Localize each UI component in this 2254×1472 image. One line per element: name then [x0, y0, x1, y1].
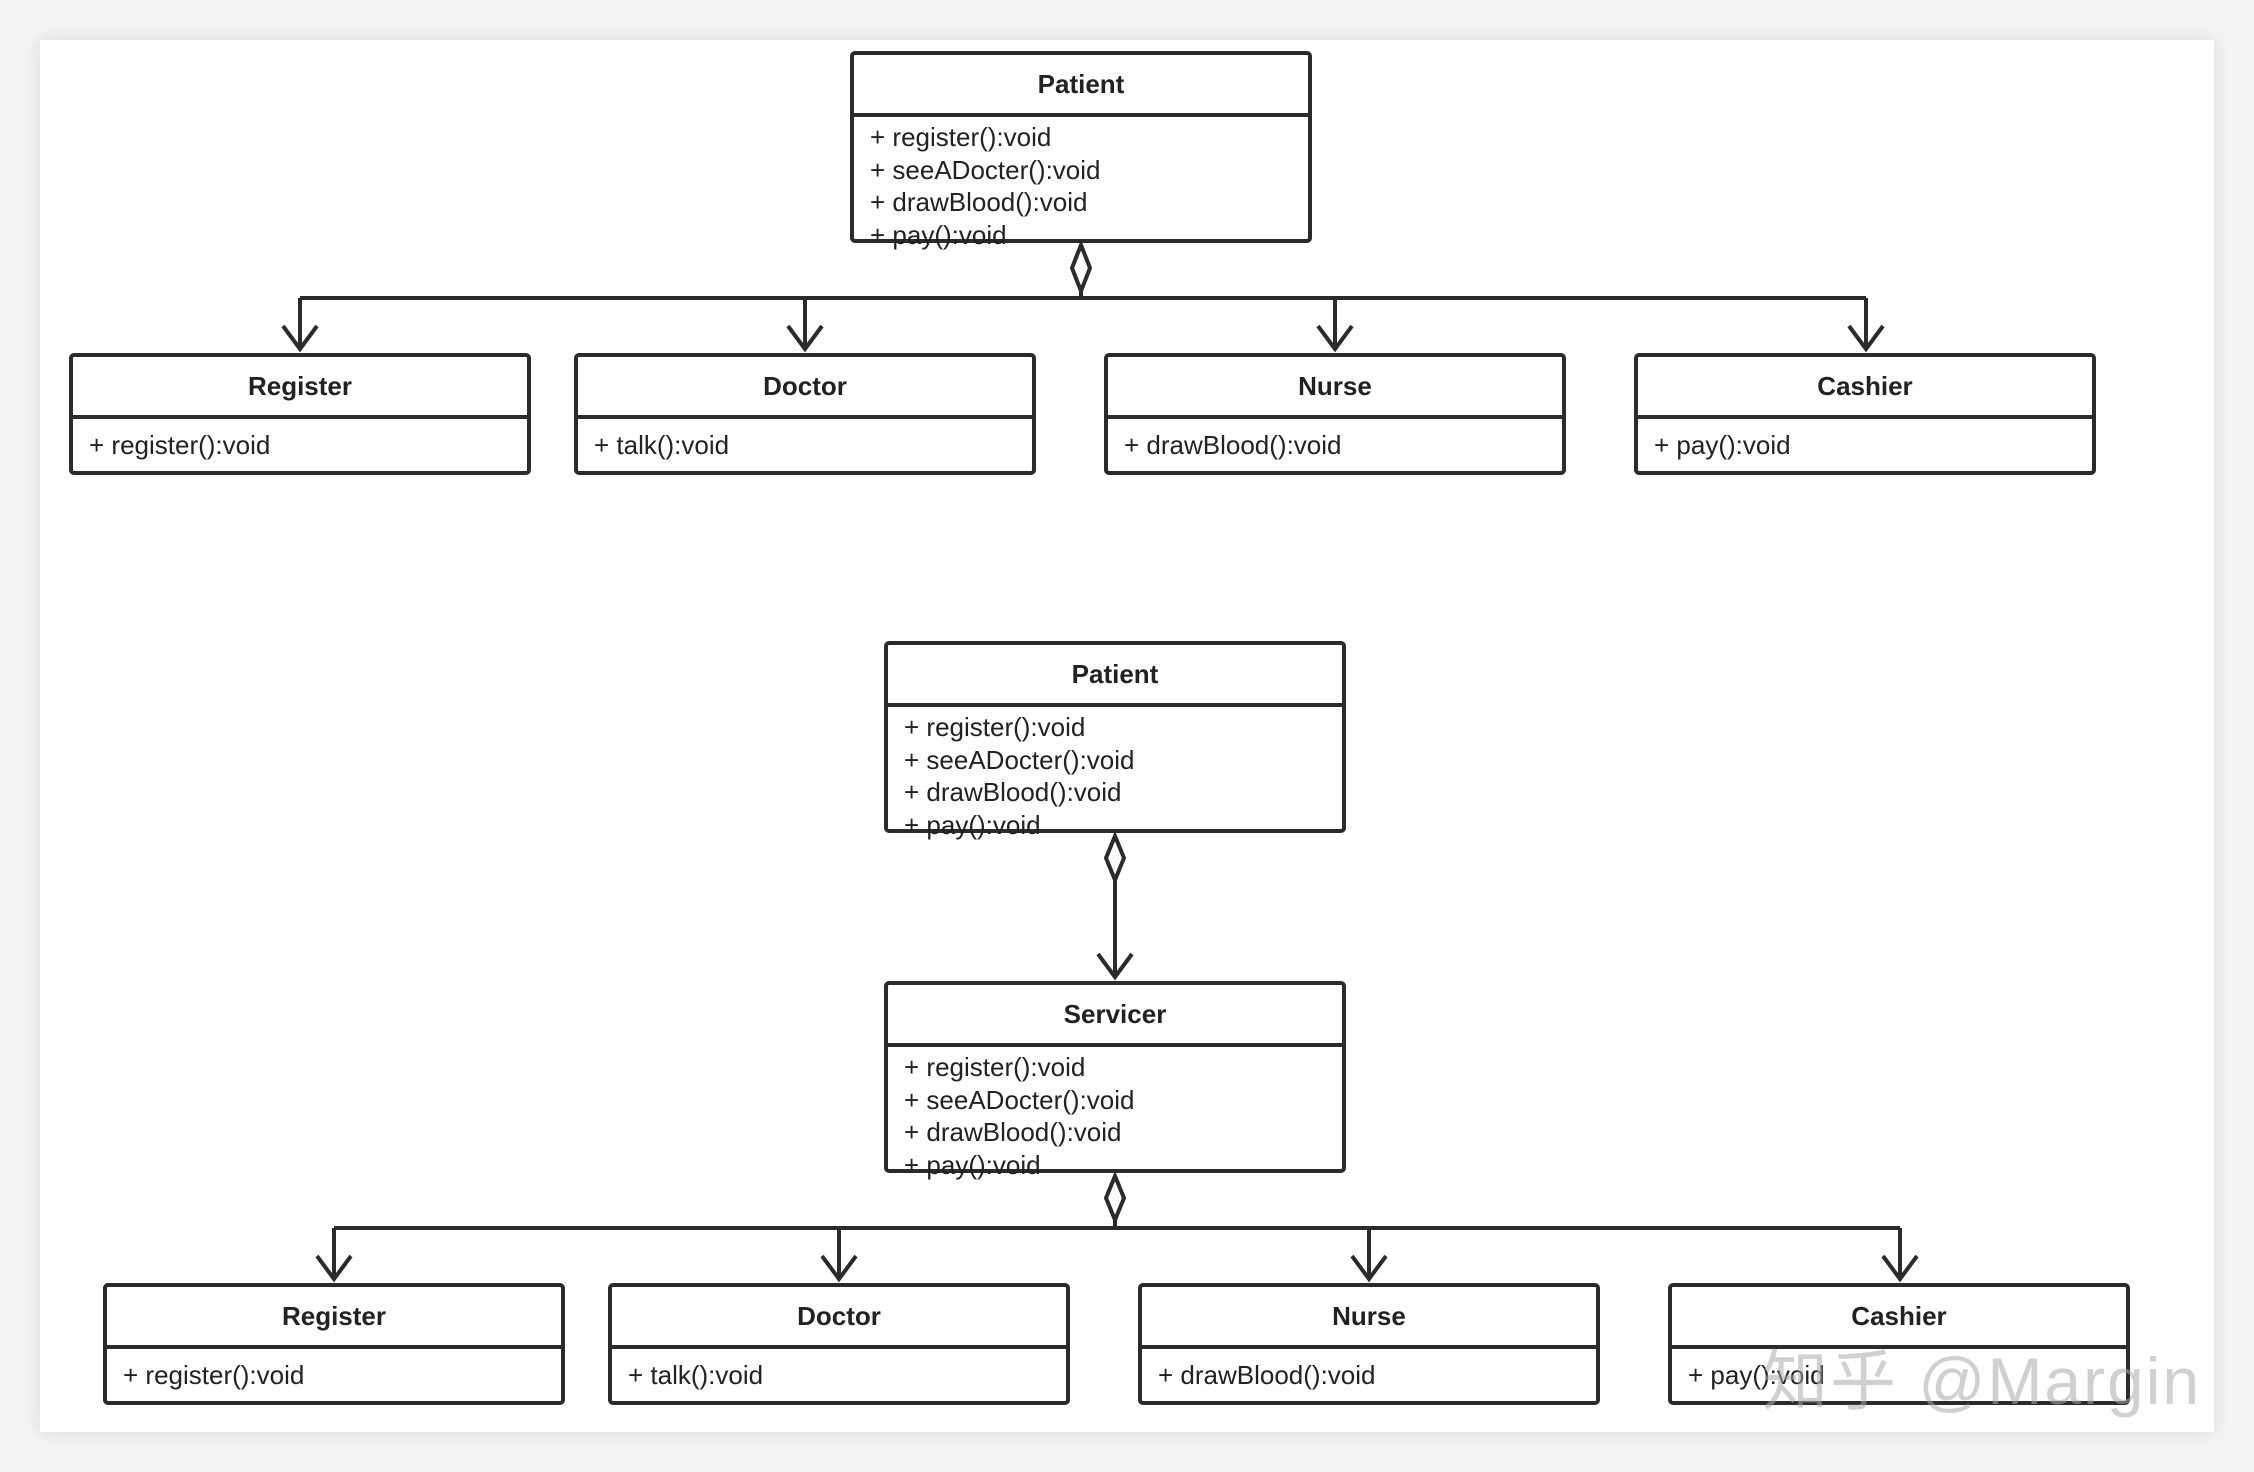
operation: + register():void [870, 122, 1052, 152]
class-name: Nurse [1108, 357, 1562, 419]
class-name: Register [73, 357, 527, 419]
aggregation-diamond [1103, 830, 1127, 886]
operation: + pay():void [870, 219, 1007, 250]
operation: + talk():void [594, 430, 730, 460]
d2-nurse-class: Nurse + drawBlood():void [1138, 1283, 1600, 1405]
arrowhead [820, 1254, 858, 1283]
operation: + pay():void [904, 809, 1041, 840]
aggregation-diamond [1069, 239, 1093, 297]
operation: + drawBlood():void [870, 187, 1088, 217]
d1-nurse-class: Nurse + drawBlood():void [1104, 353, 1566, 475]
arrowhead [1847, 324, 1885, 353]
class-name: Patient [854, 55, 1308, 117]
watermark: 知乎 @Margin [1762, 1344, 2202, 1418]
class-name: Cashier [1638, 357, 2092, 419]
operation: + seeADocter():void [870, 154, 1101, 185]
operation: + register():void [904, 712, 1086, 742]
operation: + pay():void [1654, 430, 1791, 460]
d1-register-class: Register + register():void [69, 353, 531, 475]
arrowhead [786, 324, 824, 353]
class-name: Doctor [612, 1287, 1066, 1349]
operation: + drawBlood():void [1158, 1360, 1376, 1390]
operation: + pay():void [1688, 1360, 1825, 1390]
d1-doctor-class: Doctor + talk():void [574, 353, 1036, 475]
class-name: Register [107, 1287, 561, 1349]
d1-cashier-class: Cashier + pay():void [1634, 353, 2096, 475]
class-name: Servicer [888, 985, 1342, 1047]
d2-doctor-class: Doctor + talk():void [608, 1283, 1070, 1405]
operation: + talk():void [628, 1360, 764, 1390]
arrowhead [1881, 1254, 1919, 1283]
class-name: Cashier [1672, 1287, 2126, 1349]
arrowhead [281, 324, 319, 353]
operation: + drawBlood():void [904, 777, 1122, 807]
class-name: Patient [888, 645, 1342, 707]
operation: + drawBlood():void [904, 1117, 1122, 1147]
class-name: Doctor [578, 357, 1032, 419]
arrowhead [1316, 324, 1354, 353]
operation: + register():void [904, 1052, 1086, 1082]
aggregation-diamond [1103, 1170, 1127, 1226]
operation: + register():void [89, 430, 271, 460]
class-name: Nurse [1142, 1287, 1596, 1349]
operation: + seeADocter():void [904, 1084, 1135, 1115]
d1-patient-class: Patient + register():void + seeADocter()… [850, 51, 1312, 250]
arrowhead [1096, 952, 1134, 981]
arrowhead [1350, 1254, 1388, 1283]
operation: + seeADocter():void [904, 744, 1135, 775]
d2-patient-class: Patient + register():void + seeADocter()… [884, 641, 1346, 840]
operation: + pay():void [904, 1149, 1041, 1180]
d2-cashier-class: Cashier + pay():void [1668, 1283, 2130, 1405]
d2-register-class: Register + register():void [103, 1283, 565, 1405]
arrowhead [315, 1254, 353, 1283]
operation: + drawBlood():void [1124, 430, 1342, 460]
operation: + register():void [123, 1360, 305, 1390]
